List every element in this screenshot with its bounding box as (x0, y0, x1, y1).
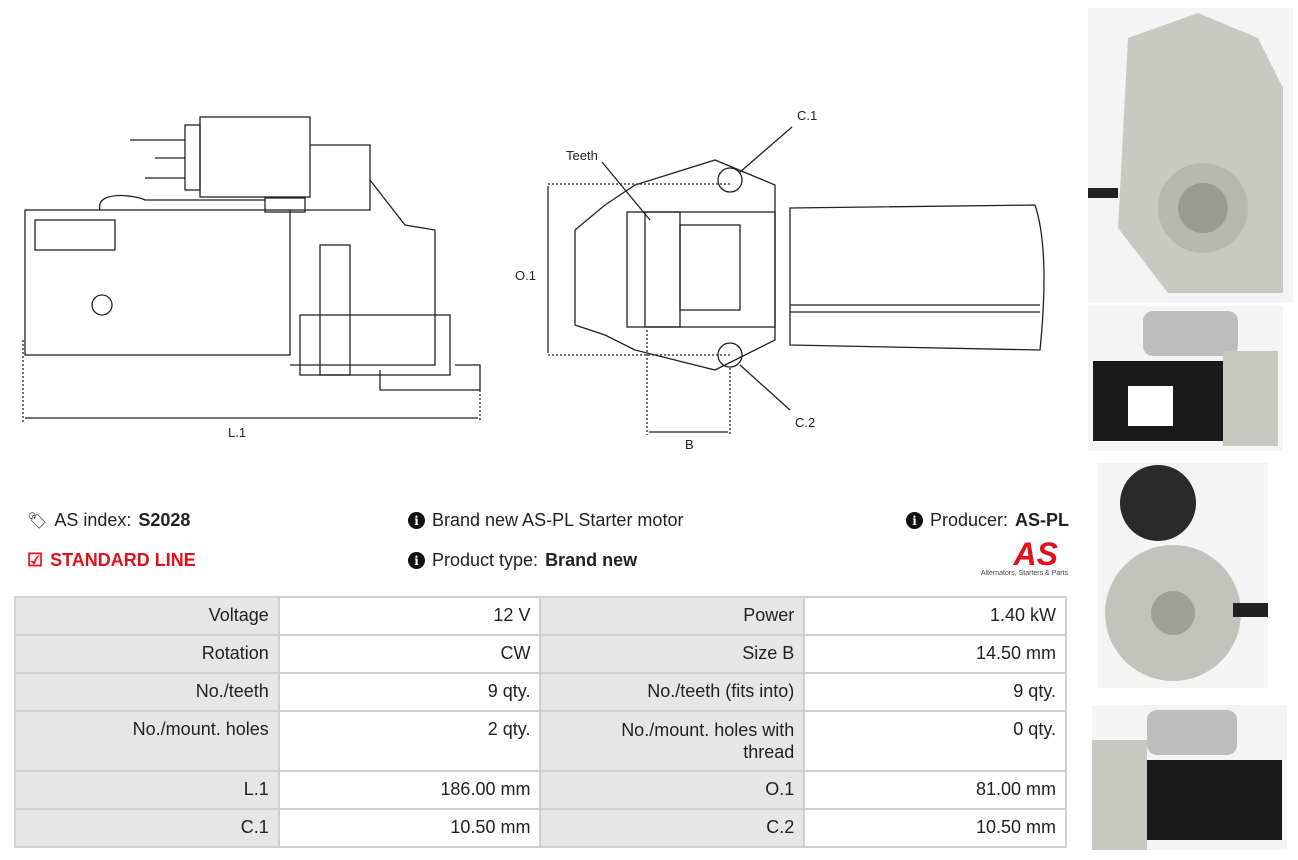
spec-label: C.2 (539, 808, 806, 848)
standard-line-badge: ☑ STANDARD LINE (27, 550, 196, 571)
as-index-value: S2028 (138, 510, 191, 530)
front-view-drawing (547, 126, 1045, 435)
spec-value: 2 qty. (277, 710, 542, 772)
spec-value: 1.40 kW (803, 596, 1067, 636)
product-photo-rear[interactable] (1098, 463, 1268, 688)
standard-line-label: STANDARD LINE (50, 550, 196, 570)
logo-tagline: Alternators, Starters & Parts (980, 570, 1068, 577)
c2-label: C.2 (795, 415, 816, 430)
producer-label: Producer: (930, 510, 1009, 530)
product-type-value: Brand new (545, 550, 638, 570)
spec-label: O.1 (539, 770, 806, 810)
b-label: B (685, 437, 694, 452)
l1-dimension-label: L.1 (228, 425, 247, 440)
product-photo-front[interactable] (1088, 8, 1293, 303)
c1-label: C.1 (797, 108, 818, 123)
spec-label: No./mount. holes with thread (539, 710, 806, 772)
spec-value: 10.50 mm (277, 808, 542, 848)
info-icon: i (408, 552, 425, 569)
product-type-label: Product type: (432, 550, 539, 570)
spec-label: L.1 (14, 770, 280, 810)
description-text: Brand new AS-PL Starter motor (432, 510, 684, 530)
product-photo-side[interactable] (1088, 306, 1283, 451)
spec-label: Rotation (14, 634, 280, 674)
tags-icon: 🏷︎ (27, 512, 48, 530)
spec-value: 14.50 mm (803, 634, 1067, 674)
logo-mark: AS (1013, 536, 1058, 572)
checkbox-icon: ☑ (27, 550, 44, 570)
spec-label: Voltage (14, 596, 280, 636)
spec-label: Size B (539, 634, 806, 674)
spec-label: C.1 (14, 808, 280, 848)
as-index: 🏷︎ AS index: S2028 (27, 510, 190, 531)
producer-value: AS-PL (1015, 510, 1070, 530)
info-icon: i (906, 512, 923, 529)
as-index-label: AS index: (54, 510, 132, 530)
spec-value: 0 qty. (803, 710, 1067, 772)
description: i Brand new AS-PL Starter motor (408, 510, 683, 531)
spec-value: CW (277, 634, 542, 674)
spec-label: No./mount. holes (14, 710, 280, 772)
spec-value: 10.50 mm (803, 808, 1067, 848)
spec-value: 186.00 mm (277, 770, 542, 810)
product-type: i Product type: Brand new (408, 550, 637, 571)
spec-value: 12 V (277, 596, 542, 636)
product-photo-side-2[interactable] (1092, 705, 1287, 850)
side-view-drawing (22, 116, 481, 422)
spec-value: 9 qty. (803, 672, 1067, 712)
spec-label: Power (539, 596, 806, 636)
as-logo: AS Alternators, Starters & Parts (966, 538, 1068, 577)
spec-value: 9 qty. (277, 672, 542, 712)
spec-label: No./teeth (fits into) (539, 672, 806, 712)
o1-label: O.1 (515, 268, 536, 283)
teeth-label: Teeth (566, 148, 598, 163)
producer: i Producer: AS-PL (906, 510, 1069, 531)
info-icon: i (408, 512, 425, 529)
spec-value: 81.00 mm (803, 770, 1067, 810)
spec-label: No./teeth (14, 672, 280, 712)
